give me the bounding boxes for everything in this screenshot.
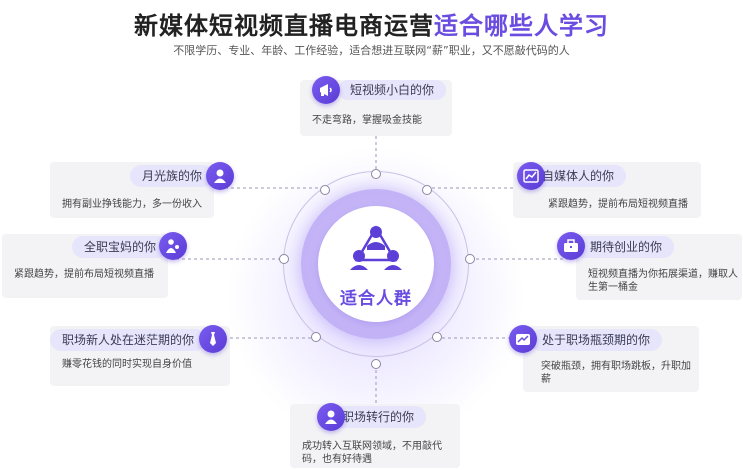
chart-icon bbox=[517, 162, 545, 190]
tie-icon bbox=[199, 325, 227, 353]
connector-dot bbox=[465, 254, 475, 264]
page-subtitle: 不限学历、专业、年龄、工作经验，适合想进互联网“薪”职业，又不愿敲代码的人 bbox=[173, 44, 570, 57]
connector-dot bbox=[422, 185, 432, 195]
audience-desc: 赚零花钱的同时实现自身价值 bbox=[62, 359, 192, 370]
audience-desc: 短视频直播为你拓展渠道，赚取人生第一桶金 bbox=[588, 269, 738, 293]
connector-dot bbox=[320, 185, 330, 195]
audience-desc: 突破瓶颈，拥有职场跳板，升职加薪 bbox=[541, 361, 691, 385]
audience-desc: 紧跟趋势，提前布局短视频直播 bbox=[14, 269, 154, 280]
mother-icon bbox=[159, 232, 187, 260]
audience-title: 期待创业的你 bbox=[572, 236, 675, 258]
growth-icon bbox=[509, 325, 537, 353]
audience-title: 短视频小白的你 bbox=[338, 80, 447, 100]
audience-desc: 不走弯路，掌握吸金技能 bbox=[312, 115, 422, 126]
people-network-icon bbox=[350, 225, 402, 270]
audience-title: 职场新人处在迷茫期的你 bbox=[50, 329, 207, 351]
megaphone-icon bbox=[312, 76, 340, 104]
audience-title: 职场转行的你 bbox=[330, 406, 427, 428]
center-label: 适合人群 bbox=[340, 289, 412, 309]
audience-desc: 拥有副业挣钱能力，多一份收入 bbox=[62, 199, 202, 210]
audience-desc: 成功转入互联网领域，不用敲代码，也有好待遇 bbox=[302, 441, 442, 465]
connector-dot bbox=[311, 332, 321, 342]
audience-title: 全职宝妈的你 bbox=[72, 236, 169, 258]
connector-dot bbox=[371, 169, 381, 179]
connector-dot bbox=[432, 332, 442, 342]
title-main: 新媒体短视频直播电商运营 bbox=[134, 12, 434, 40]
title-highlight: 适合哪些人学习 bbox=[434, 12, 609, 40]
connector-dot bbox=[371, 359, 381, 369]
audience-title: 处于职场瓶颈期的你 bbox=[530, 329, 663, 351]
audience-title: 月光族的你 bbox=[130, 165, 215, 187]
connector-dot bbox=[279, 254, 289, 264]
audience-desc: 紧跟趋势，提前布局短视频直播 bbox=[548, 199, 688, 210]
audience-title: 自媒体人的你 bbox=[530, 165, 627, 187]
center-core bbox=[318, 206, 434, 322]
user-icon bbox=[206, 162, 234, 190]
briefcase-icon bbox=[557, 232, 585, 260]
person-icon bbox=[317, 403, 345, 431]
page-title: 新媒体短视频直播电商运营适合哪些人学习 bbox=[0, 6, 743, 41]
